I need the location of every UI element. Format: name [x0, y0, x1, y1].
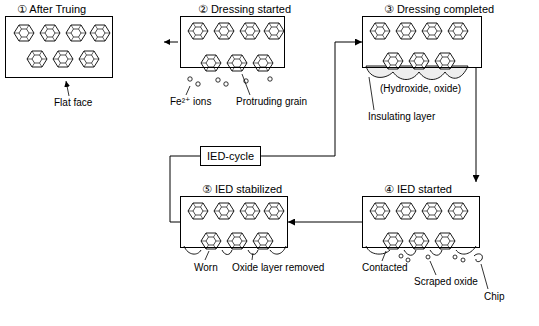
callout-label: Insulating layer: [368, 111, 435, 123]
ion-group: [188, 77, 272, 86]
abrasive-grain: [435, 233, 455, 249]
stage-heading: ③ Dressing completed: [384, 2, 494, 16]
ion-dot: [196, 82, 200, 86]
stage-panel: ⑤ IED stabilized: [180, 182, 288, 248]
worn-grain: [227, 233, 247, 249]
abrasive-grain: [264, 23, 284, 39]
oxide-debris: [453, 255, 457, 259]
abrasive-grain: [383, 233, 403, 249]
ion-dot: [268, 77, 272, 81]
protruding-grain: [201, 55, 221, 71]
grain-group: [370, 23, 468, 69]
callout-label: (Hydroxide, oxide): [380, 83, 461, 95]
abrasive-grain: [383, 53, 403, 69]
callout-label: Scraped oxide: [414, 276, 478, 288]
callout-label: Worn: [194, 262, 218, 274]
wheel-section: [180, 196, 288, 248]
chip-shape: [474, 254, 482, 262]
cycle-box: IED-cycle: [200, 146, 261, 166]
abrasive-grain: [370, 203, 390, 219]
abrasive-grain: [188, 23, 208, 39]
flow-connector: [476, 68, 477, 182]
stage-heading: ⑤ IED stabilized: [202, 182, 288, 196]
grain-group: [370, 203, 468, 249]
callout-label: Contacted: [362, 262, 408, 274]
wheel-section: [362, 196, 480, 248]
wheel-section: [5, 16, 113, 78]
abrasive-grain: [188, 203, 208, 219]
abrasive-grain: [79, 51, 99, 67]
stage-panel: ④ IED started: [362, 182, 480, 248]
motion-arrow: [164, 42, 178, 43]
flow-connector: [170, 156, 200, 222]
debris-group: [399, 254, 465, 262]
grain-group: [188, 203, 284, 249]
abrasive-grain: [409, 233, 429, 249]
abrasive-grain: [370, 23, 390, 39]
abrasive-grain: [240, 23, 260, 39]
abrasive-grain: [27, 51, 47, 67]
stage-panel: ② Dressing started: [180, 2, 291, 68]
leader-line: [66, 81, 69, 96]
protruding-grain: [253, 55, 273, 71]
protruding-grain: [227, 55, 247, 71]
stage-heading: ② Dressing started: [198, 2, 291, 16]
leader-line: [481, 264, 488, 289]
abrasive-grain: [90, 25, 110, 41]
ion-dot: [224, 82, 228, 86]
leader-line: [242, 74, 250, 95]
stage-heading: ① After Truing: [17, 2, 113, 16]
abrasive-grain: [66, 25, 86, 41]
abrasive-grain: [448, 203, 468, 219]
stage-panel: ③ Dressing completed: [362, 2, 494, 68]
box-label: IED-cycle: [207, 149, 254, 163]
leader-line: [369, 77, 374, 110]
callout-label: Protruding grain: [236, 96, 307, 108]
stage-heading: ④ IED started: [384, 182, 480, 196]
abrasive-grain: [409, 53, 429, 69]
worn-grain: [253, 233, 273, 249]
leader-line: [186, 86, 190, 95]
callout-label: Chip: [484, 291, 505, 303]
abrasive-grain: [14, 25, 34, 41]
abrasive-grain: [214, 23, 234, 39]
worn-grain: [201, 233, 221, 249]
abrasive-grain: [40, 25, 60, 41]
callout-label: Flat face: [54, 97, 92, 109]
callout-label: Fe²⁺ ions: [170, 96, 211, 108]
abrasive-grain: [422, 23, 442, 39]
leader-line: [382, 251, 386, 261]
wheel-section: [362, 16, 482, 68]
oxide-debris: [406, 258, 410, 262]
abrasive-grain: [240, 203, 260, 219]
grain-group: [14, 25, 110, 67]
leader-line: [252, 253, 253, 260]
abrasive-grain: [422, 203, 442, 219]
grain-group: [188, 23, 284, 71]
oxide-debris: [461, 258, 465, 262]
stage-panel: ① After Truing: [5, 2, 113, 78]
abrasive-grain: [435, 53, 455, 69]
leader-line: [430, 261, 436, 275]
ion-dot: [216, 78, 220, 82]
callout-label: Oxide layer removed: [232, 262, 324, 274]
flow-connector: [288, 222, 362, 223]
abrasive-grain: [53, 51, 73, 67]
oxide-debris: [399, 254, 403, 258]
leader-line: [205, 251, 209, 260]
abrasive-grain: [264, 203, 284, 219]
abrasive-grain: [396, 203, 416, 219]
abrasive-grain: [396, 23, 416, 39]
abrasive-grain: [448, 23, 468, 39]
oxide-debris: [426, 255, 430, 259]
ion-dot: [188, 77, 192, 81]
wheel-section: [180, 16, 285, 68]
abrasive-grain: [214, 203, 234, 219]
